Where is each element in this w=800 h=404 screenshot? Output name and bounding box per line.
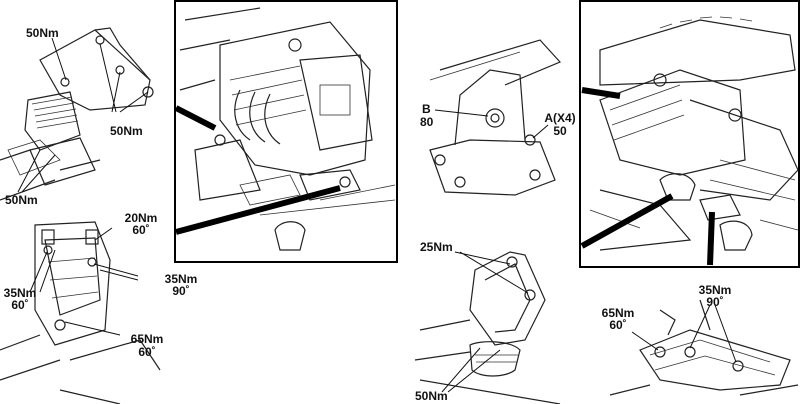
side-mount-right-torque-label: 35Nm [164, 272, 198, 286]
side-mount-upper-torque-label: 20Nm [124, 211, 158, 225]
front-mount-left-angle-label: 60˚ [609, 318, 627, 332]
side-mount-drawing [0, 221, 161, 404]
front-mount-drawing [609, 299, 799, 396]
rear-mount-drawing [429, 39, 562, 196]
engine-bay-drawing-1 [174, 7, 396, 251]
torque-rod-drawing [414, 251, 561, 404]
engine-bay-frame-2 [579, 0, 800, 268]
side-mount-bottom-torque-label: 65Nm [130, 332, 164, 346]
upper-mount-bottom-torque-label: 50Nm [5, 193, 38, 207]
torque-rod-upper-torque-label: 25Nm [420, 240, 453, 254]
upper-mount-drawing [0, 27, 154, 201]
rear-mount-a-letter: A(X4) [544, 111, 576, 125]
side-mount-right-angle-label: 90˚ [172, 284, 190, 298]
side-mount-upper-angle-label: 60˚ [132, 223, 150, 237]
rear-mount-b-value: 80 [420, 115, 434, 129]
side-mount-left-angle-label: 60˚ [11, 298, 29, 312]
side-mount-left-torque-label: 35Nm [3, 286, 37, 300]
front-mount-right-angle-label: 90˚ [706, 295, 724, 309]
rear-mount-b-letter: B [422, 102, 431, 116]
upper-mount-right-torque-label: 50Nm [110, 124, 143, 138]
torque-rod-lower-torque-label: 50Nm [415, 389, 448, 403]
rear-mount-a-value: 50 [553, 124, 567, 138]
engine-bay-drawing-2 [580, 16, 799, 266]
upper-mount-torque-label: 50Nm [26, 26, 59, 40]
side-mount-bottom-angle-label: 60˚ [138, 345, 156, 359]
engine-bay-frame-1 [174, 0, 398, 263]
front-mount-right-torque-label: 35Nm [698, 283, 732, 297]
front-mount-left-torque-label: 65Nm [601, 306, 635, 320]
